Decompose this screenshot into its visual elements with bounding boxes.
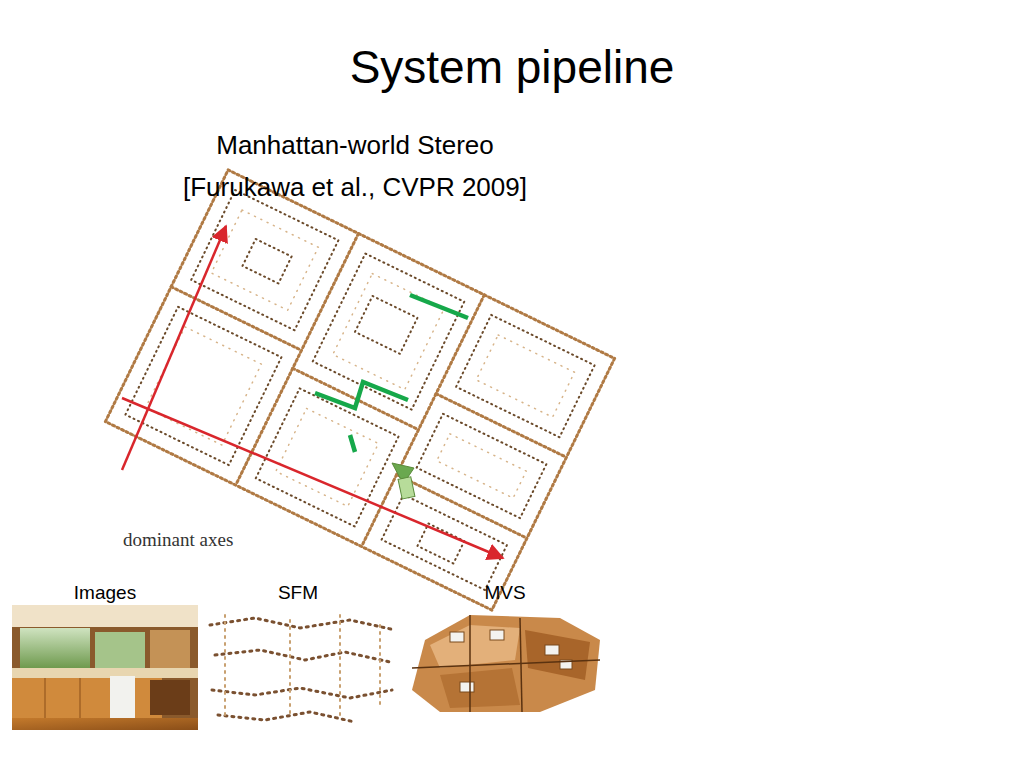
kitchen-photo — [12, 605, 198, 730]
stage-label: Images — [74, 582, 136, 604]
citation-title: Manhattan-world Stereo — [216, 131, 493, 161]
axis-label: dominant axes — [123, 529, 233, 551]
camera-icon — [392, 463, 415, 499]
sfm-points — [210, 615, 395, 722]
plane-segments — [315, 295, 468, 452]
stage-label: MVS — [484, 582, 525, 604]
stage-label: SFM — [278, 582, 318, 604]
dominant-axes — [122, 226, 503, 558]
citation-ref: [Furukawa et al., CVPR 2009] — [183, 173, 527, 203]
point-cloud-plan — [105, 170, 614, 610]
mvs-model — [412, 615, 600, 712]
slide-title: System pipeline — [350, 41, 675, 94]
